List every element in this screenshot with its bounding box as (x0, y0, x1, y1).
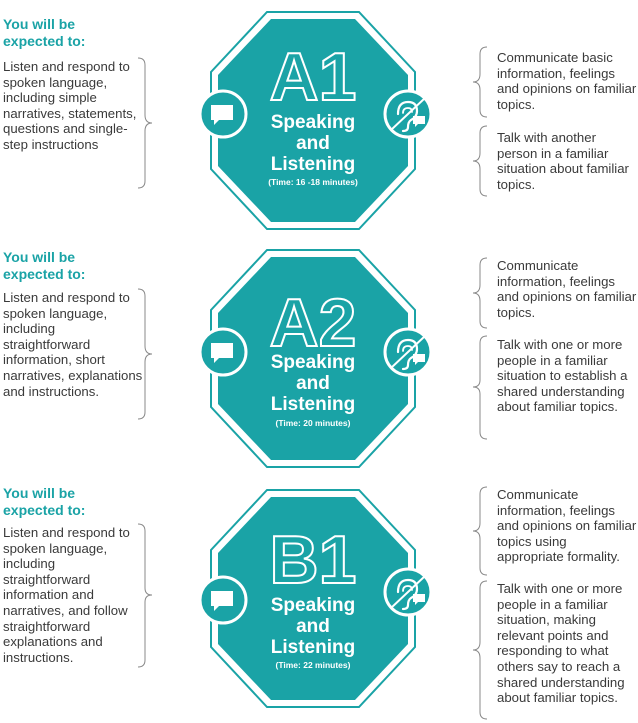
badge-time: (Time: 16 -18 minutes) (268, 177, 358, 187)
speech-bubble-icon (198, 327, 248, 377)
level-badge: A1 Speaking and Listening (Time: 16 -18 … (198, 11, 433, 230)
level-code: A2 (270, 285, 357, 361)
badge-title-line3: Listening (271, 154, 355, 175)
badge-time: (Time: 20 minutes) (276, 418, 351, 428)
level-code: B1 (270, 522, 357, 598)
outcome-text: Talk with one or more people in a famili… (497, 337, 628, 415)
heading-line: You will be (3, 16, 76, 32)
outcome-text: Communicate information, feelings and op… (497, 487, 637, 565)
no-hearing-icon (383, 327, 433, 377)
right-brace (472, 486, 488, 576)
expectations-text: Listen and respond to spoken language, i… (3, 290, 143, 399)
expectations-text: Listen and respond to spoken language, i… (3, 525, 130, 665)
badge-time: (Time: 22 minutes) (276, 660, 351, 670)
left-brace (137, 57, 153, 189)
level-badge: A2 Speaking and Listening (Time: 20 minu… (198, 249, 433, 468)
level-section-a2: You will be expected to: Listen and resp… (0, 240, 638, 480)
left-brace (137, 523, 153, 668)
speech-bubble-icon (198, 575, 248, 625)
heading-line: expected to: (3, 33, 86, 49)
outcome-text: Communicate information, feelings and op… (497, 258, 637, 320)
badge-title-line1: Speaking (271, 595, 355, 616)
badge-title-line1: Speaking (271, 112, 355, 133)
outcome-text: Communicate basic information, feelings … (497, 50, 637, 112)
badge-title-line2: and (296, 616, 330, 637)
badge-title-line3: Listening (271, 637, 355, 658)
right-brace (472, 580, 488, 720)
outcome-text: Talk with one or more people in a famili… (497, 581, 625, 706)
level-badge: B1 Speaking and Listening (Time: 22 minu… (198, 489, 433, 708)
level-code: A1 (270, 39, 357, 115)
no-hearing-icon (383, 89, 433, 139)
right-brace (472, 335, 488, 440)
heading-line: expected to: (3, 502, 86, 518)
badge-title-line2: and (296, 133, 330, 154)
right-brace (472, 46, 488, 118)
level-section-b1: You will be expected to: Listen and resp… (0, 480, 638, 723)
level-section-a1: You will be expected to: Listen and resp… (0, 0, 638, 240)
right-brace (472, 125, 488, 197)
badge-title-line1: Speaking (271, 352, 355, 373)
heading-line: expected to: (3, 266, 86, 282)
speech-bubble-icon (198, 89, 248, 139)
heading-line: You will be (3, 485, 76, 501)
badge-title-line2: and (296, 373, 330, 394)
heading-line: You will be (3, 249, 76, 265)
outcome-text: Talk with another person in a familiar s… (497, 130, 629, 192)
section-heading: You will be expected to: (3, 485, 153, 519)
no-hearing-icon (383, 567, 433, 617)
section-heading: You will be expected to: (3, 249, 153, 283)
left-brace (137, 288, 153, 420)
expectations-text: Listen and respond to spoken language, i… (3, 59, 137, 152)
badge-title-line3: Listening (271, 394, 355, 415)
section-heading: You will be expected to: (3, 16, 153, 50)
right-brace (472, 257, 488, 329)
